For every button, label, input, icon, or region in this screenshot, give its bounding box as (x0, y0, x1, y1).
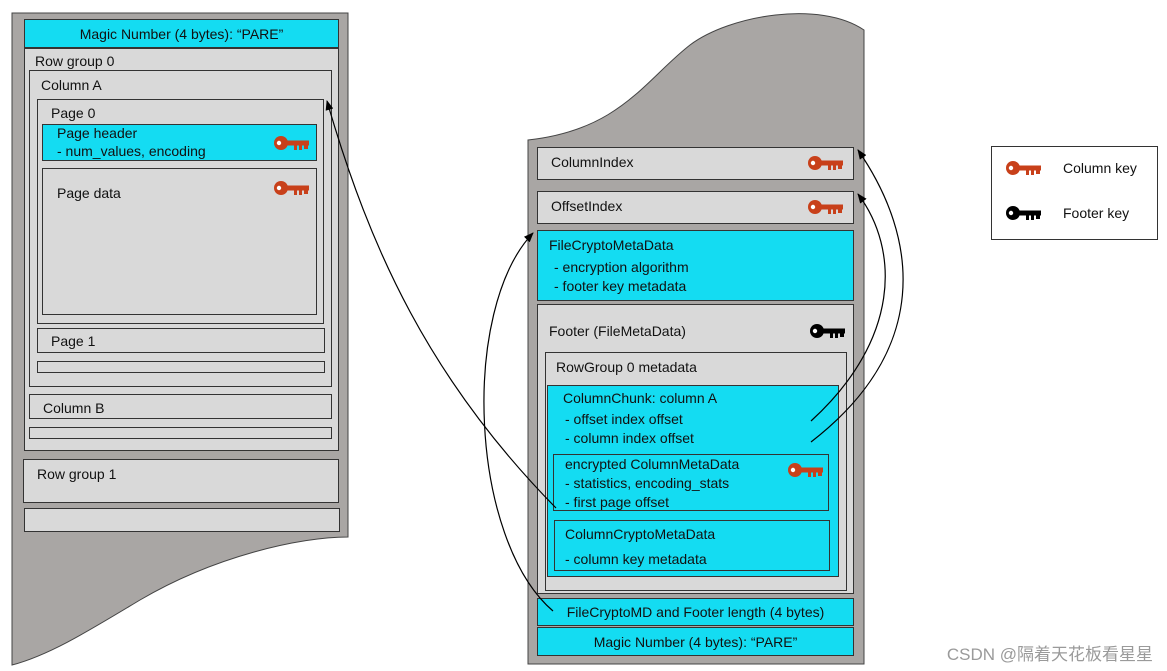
column-crypto-metadata-title: ColumnCryptoMetaData (565, 526, 716, 542)
legend-footer-key-label: Footer key (1063, 205, 1130, 221)
encrypted-column-metadata-title: encrypted ColumnMetaData (565, 456, 740, 472)
page-0-label: Page 0 (51, 105, 96, 121)
column-index-box: ColumnIndex (537, 147, 854, 180)
column-key-icon (1006, 161, 1041, 175)
row-group-metadata-title: RowGroup 0 metadata (556, 359, 697, 375)
column-crypto-metadata-box: ColumnCryptoMetaData - column key metada… (554, 520, 830, 571)
page-more-strip (37, 361, 325, 373)
column-key-icon (274, 136, 309, 150)
right-magic-number-box: Magic Number (4 bytes): “PARE” (537, 627, 854, 656)
column-chunk-item: - offset index offset (565, 411, 683, 427)
column-key-icon (788, 463, 823, 477)
right-magic-number-label: Magic Number (4 bytes): “PARE” (593, 634, 798, 650)
file-crypto-metadata-box: FileCryptoMetaData - encryption algorith… (537, 230, 854, 301)
footer-key-icon (1006, 206, 1041, 220)
footer-title: Footer (FileMetaData) (549, 323, 686, 339)
encrypted-column-metadata-item: - statistics, encoding_stats (565, 475, 730, 491)
column-more-strip (29, 427, 332, 439)
column-a-label: Column A (41, 77, 102, 93)
page-data-label: Page data (57, 185, 121, 201)
column-key-icon (274, 181, 309, 195)
column-key-icon (808, 156, 843, 170)
page-1: Page 1 (37, 328, 325, 353)
column-index-label: ColumnIndex (551, 154, 634, 170)
column-b-label: Column B (43, 400, 105, 416)
file-crypto-metadata-item: - footer key metadata (554, 278, 687, 294)
left-magic-number-label: Magic Number (4 bytes): “PARE” (79, 26, 284, 42)
page-1-label: Page 1 (51, 333, 96, 349)
column-key-icon (808, 200, 843, 214)
column-chunk-item: - column index offset (565, 430, 694, 446)
row-group-1: Row group 1 (23, 459, 339, 503)
column-chunk-title: ColumnChunk: column A (563, 390, 718, 406)
row-group-0-label: Row group 0 (35, 53, 115, 69)
offset-index-box: OffsetIndex (537, 191, 854, 224)
row-group-1-label: Row group 1 (37, 466, 117, 482)
page-data-box: Page data (42, 168, 317, 315)
file-crypto-metadata-title: FileCryptoMetaData (549, 237, 674, 253)
file-crypto-metadata-item: - encryption algorithm (554, 259, 689, 275)
column-b: Column B (29, 394, 332, 419)
footer-length-box: FileCryptoMD and Footer length (4 bytes) (537, 598, 854, 626)
encrypted-column-metadata-item: - first page offset (565, 494, 670, 510)
footer-length-label: FileCryptoMD and Footer length (4 bytes) (566, 604, 825, 620)
row-group-more-strip (24, 508, 340, 532)
page-header-box: Page header - num_values, encoding (42, 124, 317, 161)
footer-key-icon (810, 324, 845, 338)
offset-index-label: OffsetIndex (551, 198, 623, 214)
watermark: CSDN @隔着天花板看星星 (946, 645, 1153, 664)
legend-box: Column key Footer key (991, 146, 1158, 240)
column-crypto-metadata-item: - column key metadata (565, 551, 707, 567)
page-header-detail: - num_values, encoding (57, 143, 206, 159)
page-header-label: Page header (57, 125, 138, 141)
legend-column-key-label: Column key (1063, 160, 1137, 176)
left-magic-number-box: Magic Number (4 bytes): “PARE” (24, 19, 339, 48)
